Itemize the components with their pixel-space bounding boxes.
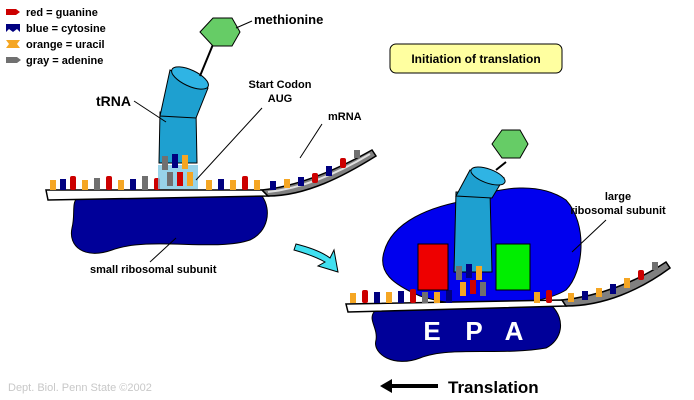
page-title: Initiation of translation	[411, 52, 540, 66]
translation-label: Translation	[448, 378, 539, 397]
methionine-hexagon-right-icon	[491, 129, 529, 159]
small-subunit-label: small ribosomal subunit	[90, 264, 217, 276]
trna-pointer	[133, 100, 167, 123]
e-site-trna	[417, 243, 449, 291]
legend-label: red = guanine	[26, 7, 98, 19]
cytosine-swatch-icon	[6, 24, 20, 32]
site-a-label: A	[505, 316, 524, 346]
start-codon-pointer	[195, 107, 263, 181]
methionine-bond-right	[495, 161, 507, 171]
mrna-bases-left	[50, 150, 360, 190]
right-ribosome: E P A	[345, 129, 672, 362]
legend-item-uracil: orange = uracil	[6, 39, 105, 51]
p-site-trna	[453, 166, 506, 296]
legend-item-guanine: red = guanine	[6, 7, 98, 19]
mrna-bases-right	[350, 262, 658, 303]
title-box: Initiation of translation	[389, 43, 563, 74]
large-subunit-label-1: large	[605, 191, 631, 203]
mrna-highlight	[267, 153, 371, 193]
left-arrow-icon	[380, 379, 438, 393]
large-subunit-pointer	[571, 219, 607, 253]
site-p-label: P	[465, 316, 482, 346]
guanine-swatch-icon	[6, 9, 20, 15]
uracil-swatch-icon	[6, 40, 20, 48]
mrna-label: mRNA	[328, 111, 362, 123]
methionine-hexagon-icon	[199, 17, 241, 47]
legend-label: orange = uracil	[26, 39, 105, 51]
aug-label: AUG	[268, 93, 292, 105]
mrna-pointer	[299, 123, 323, 159]
trna-left	[158, 66, 209, 189]
site-e-label: E	[423, 316, 440, 346]
translation-direction: Translation	[380, 378, 539, 397]
methionine-label: methionine	[254, 12, 323, 27]
left-complex	[45, 17, 378, 254]
progress-arrow-icon	[293, 243, 339, 273]
small-subunit-pointer	[149, 237, 177, 263]
a-site-trna	[495, 243, 531, 291]
methionine-pointer	[235, 20, 253, 29]
legend-item-cytosine: blue = cytosine	[6, 23, 106, 35]
start-codon-label: Start Codon	[249, 79, 312, 91]
trna-label: tRNA	[96, 93, 131, 109]
credit-text: Dept. Biol. Penn State ©2002	[8, 382, 152, 394]
methionine-bond-left	[199, 41, 215, 77]
legend-label: gray = adenine	[26, 55, 103, 67]
legend: red = guanine blue = cytosine orange = u…	[6, 7, 106, 67]
adenine-swatch-icon	[6, 57, 21, 63]
legend-label: blue = cytosine	[26, 23, 106, 35]
large-subunit-label-2: ribosomal subunit	[570, 205, 666, 217]
legend-item-adenine: gray = adenine	[6, 55, 103, 67]
